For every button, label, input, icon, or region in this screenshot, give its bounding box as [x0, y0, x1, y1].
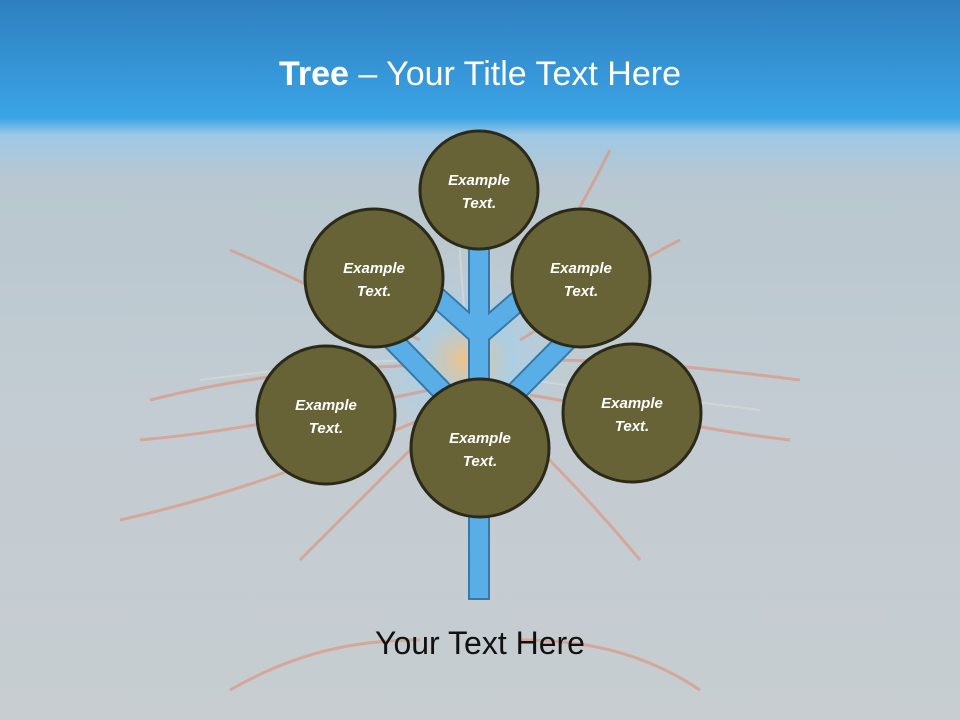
tree-node-upper-right: Example Text.: [510, 207, 652, 349]
tree-node-top: Example Text.: [418, 129, 540, 251]
node-label-line2: Text.: [309, 420, 343, 437]
node-label-line2: Text.: [615, 418, 649, 435]
node-label-line1: Example: [343, 260, 405, 277]
node-label-line2: Text.: [564, 283, 598, 300]
node-label-line1: Example: [449, 430, 511, 447]
node-label-line1: Example: [295, 397, 357, 414]
slide-title: Tree – Your Title Text Here: [0, 52, 960, 96]
footer-text: Your Text Here: [375, 625, 585, 661]
title-dash: –: [348, 55, 387, 93]
node-label-line1: Example: [448, 172, 510, 189]
node-label-line2: Text.: [463, 453, 497, 470]
title-rest: Your Title Text Here: [386, 55, 681, 93]
title-bold: Tree: [279, 55, 349, 93]
node-label-line1: Example: [601, 395, 663, 412]
tree-node-lower-left: Example Text.: [255, 344, 397, 486]
node-label-line1: Example: [550, 260, 612, 277]
node-label-line2: Text.: [357, 283, 391, 300]
tree-node-upper-left: Example Text.: [303, 207, 445, 349]
tree-node-lower-right: Example Text.: [561, 342, 703, 484]
tree-node-center: Example Text.: [409, 377, 551, 519]
node-label-line2: Text.: [462, 195, 496, 212]
